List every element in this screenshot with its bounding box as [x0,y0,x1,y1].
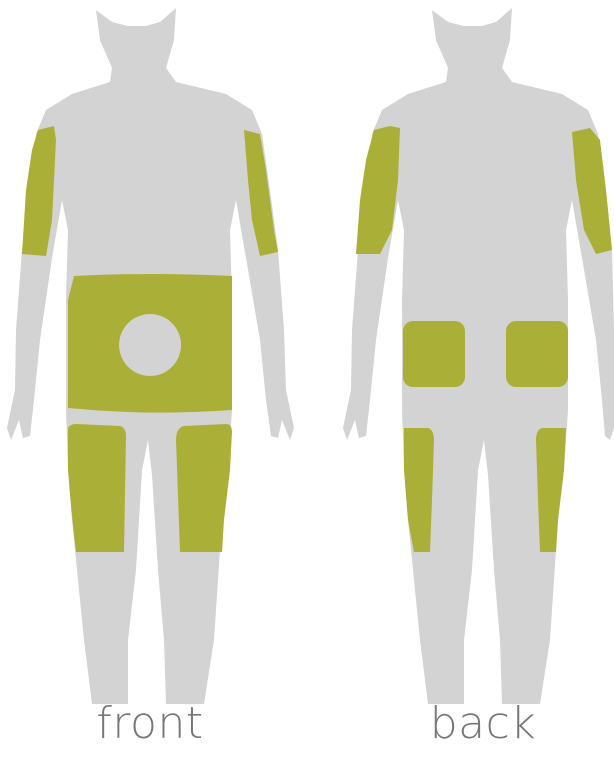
back-left-buttock-zone [403,321,465,387]
front-view-label: front [50,694,250,754]
front-right-thigh-zone [176,424,232,552]
back-right-arm-zone [572,128,612,254]
back-left-thigh-zone [404,428,434,552]
front-body-silhouette [7,8,294,704]
back-right-thigh-zone [536,428,566,552]
front-left-thigh-zone [68,424,126,552]
back-view-label: back [383,694,583,754]
back-body-silhouette [343,8,614,704]
back-right-buttock-zone [506,321,568,387]
back-view [343,8,614,704]
back-left-arm-zone [356,126,400,254]
front-view [7,8,294,704]
